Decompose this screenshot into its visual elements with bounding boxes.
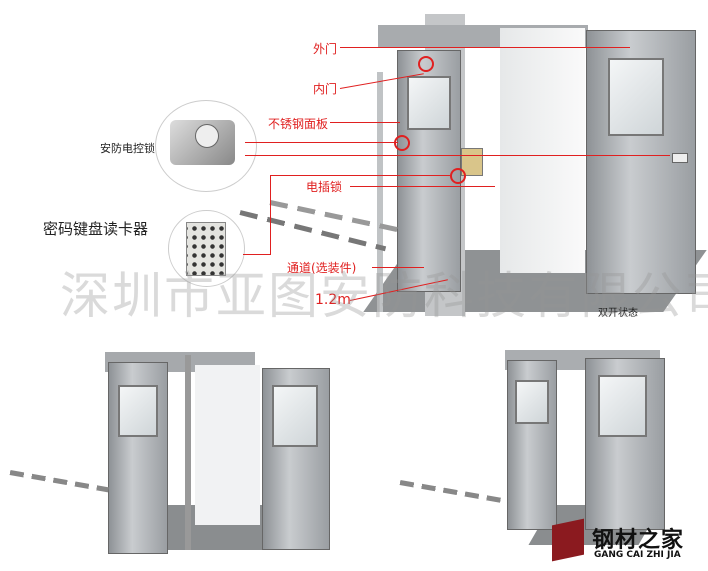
label-security-lock: 安防电控锁: [100, 142, 155, 155]
label-inner-door: 内门: [313, 82, 338, 96]
label-keypad-reader: 密码键盘读卡器: [43, 220, 149, 238]
door-window: [118, 385, 158, 437]
path-dash: [399, 480, 509, 505]
logo-cube-icon: [552, 518, 584, 562]
label-stainless-panel: 不锈钢面板: [268, 117, 329, 131]
leader-line: [340, 47, 630, 48]
path-dash: [9, 470, 109, 493]
leader-line: [245, 155, 670, 156]
inner-door-window: [407, 76, 451, 130]
leader-line: [270, 175, 450, 176]
frame-post: [185, 355, 191, 550]
passage-interior: [195, 365, 260, 525]
outer-door-window: [608, 58, 664, 136]
top-frame-post: [377, 72, 383, 312]
highlight-circle: [450, 168, 466, 184]
leader-line: [350, 186, 495, 187]
leader-line: [372, 267, 424, 268]
leader-line: [330, 122, 400, 123]
logo-text-en: GANG CAI ZHI JIA: [594, 550, 681, 560]
logo-text-cn: 钢材之家: [592, 528, 685, 553]
label-width: 1.2m: [315, 292, 351, 308]
highlight-circle: [418, 56, 434, 72]
path-dash: [239, 210, 387, 252]
label-outer-door: 外门: [313, 42, 338, 56]
door-window: [515, 380, 549, 424]
watermark: 深圳市亚图安防科技有限公司: [60, 267, 708, 325]
leader-line: [243, 254, 271, 255]
label-electric-bolt-lock: 电插锁: [306, 180, 343, 194]
leader-line: [245, 142, 398, 143]
label-passage: 通道(选装件): [287, 261, 357, 275]
door-window: [272, 385, 318, 447]
top-passage-interior: [500, 28, 585, 273]
label-double-open: 双开状态: [598, 308, 638, 319]
lock-cylinder: [195, 124, 219, 148]
door-window: [598, 375, 647, 437]
door-lock-plate: [672, 153, 688, 163]
highlight-circle: [394, 135, 410, 151]
keypad-reader-image: [186, 222, 226, 276]
leader-line: [270, 175, 271, 255]
